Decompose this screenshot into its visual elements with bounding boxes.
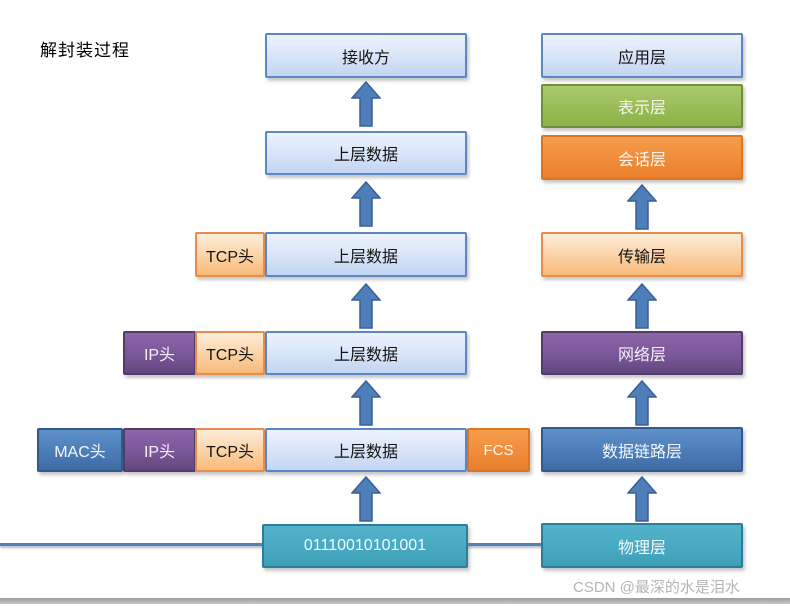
segment-ip-header-2: IP头 <box>123 428 196 472</box>
up-arrow-icon <box>351 380 381 426</box>
layer-presentation: 表示层 <box>541 84 743 128</box>
up-arrow-icon <box>627 184 657 230</box>
layer-physical: 物理层 <box>541 523 743 568</box>
box-receiver: 接收方 <box>265 33 467 78</box>
box-upper-data-1: 上层数据 <box>265 131 467 175</box>
up-arrow-icon <box>351 476 381 522</box>
segment-ip-header-1: IP头 <box>123 331 196 375</box>
bottom-divider-bar <box>0 598 790 604</box>
segment-fcs: FCS <box>467 428 530 472</box>
up-arrow-icon <box>627 283 657 329</box>
up-arrow-icon <box>627 476 657 522</box>
up-arrow-icon <box>351 181 381 227</box>
layer-transport: 传输层 <box>541 232 743 277</box>
diagram-title: 解封装过程 <box>40 41 130 60</box>
box-upper-data-2: 上层数据 <box>265 232 467 277</box>
csdn-watermark: CSDN @最深的水是泪水 <box>573 579 740 596</box>
segment-tcp-header-3: TCP头 <box>195 428 265 472</box>
up-arrow-icon <box>627 380 657 426</box>
box-bitstream: 01110010101001 <box>262 524 468 568</box>
segment-tcp-header-2: TCP头 <box>195 331 265 375</box>
layer-application: 应用层 <box>541 33 743 78</box>
layer-session: 会话层 <box>541 135 743 180</box>
box-upper-data-4: 上层数据 <box>265 428 467 472</box>
up-arrow-icon <box>351 283 381 329</box>
segment-tcp-header-1: TCP头 <box>195 232 265 277</box>
box-upper-data-3: 上层数据 <box>265 331 467 375</box>
layer-datalink: 数据链路层 <box>541 427 743 472</box>
segment-mac-header: MAC头 <box>37 428 123 472</box>
up-arrow-icon <box>351 81 381 127</box>
layer-network: 网络层 <box>541 331 743 375</box>
